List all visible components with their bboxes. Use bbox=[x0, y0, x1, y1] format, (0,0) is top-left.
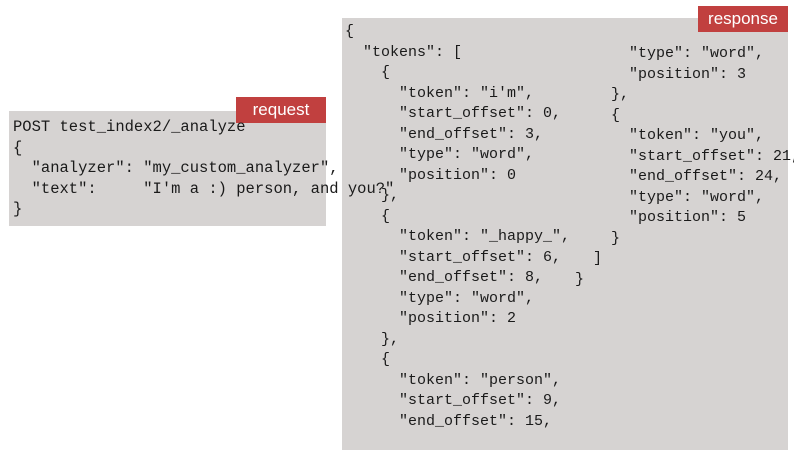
request-panel bbox=[9, 111, 326, 226]
response-panel bbox=[342, 18, 788, 450]
request-label: request bbox=[236, 97, 326, 123]
response-label: response bbox=[698, 6, 788, 32]
response-code-column-right: "type": "word", "position": 3 }, { "toke… bbox=[575, 45, 794, 288]
response-code-column-left: { "tokens": [ { "token": "i'm", "start_o… bbox=[345, 23, 571, 430]
request-code: POST test_index2/_analyze { "analyzer": … bbox=[13, 118, 395, 218]
